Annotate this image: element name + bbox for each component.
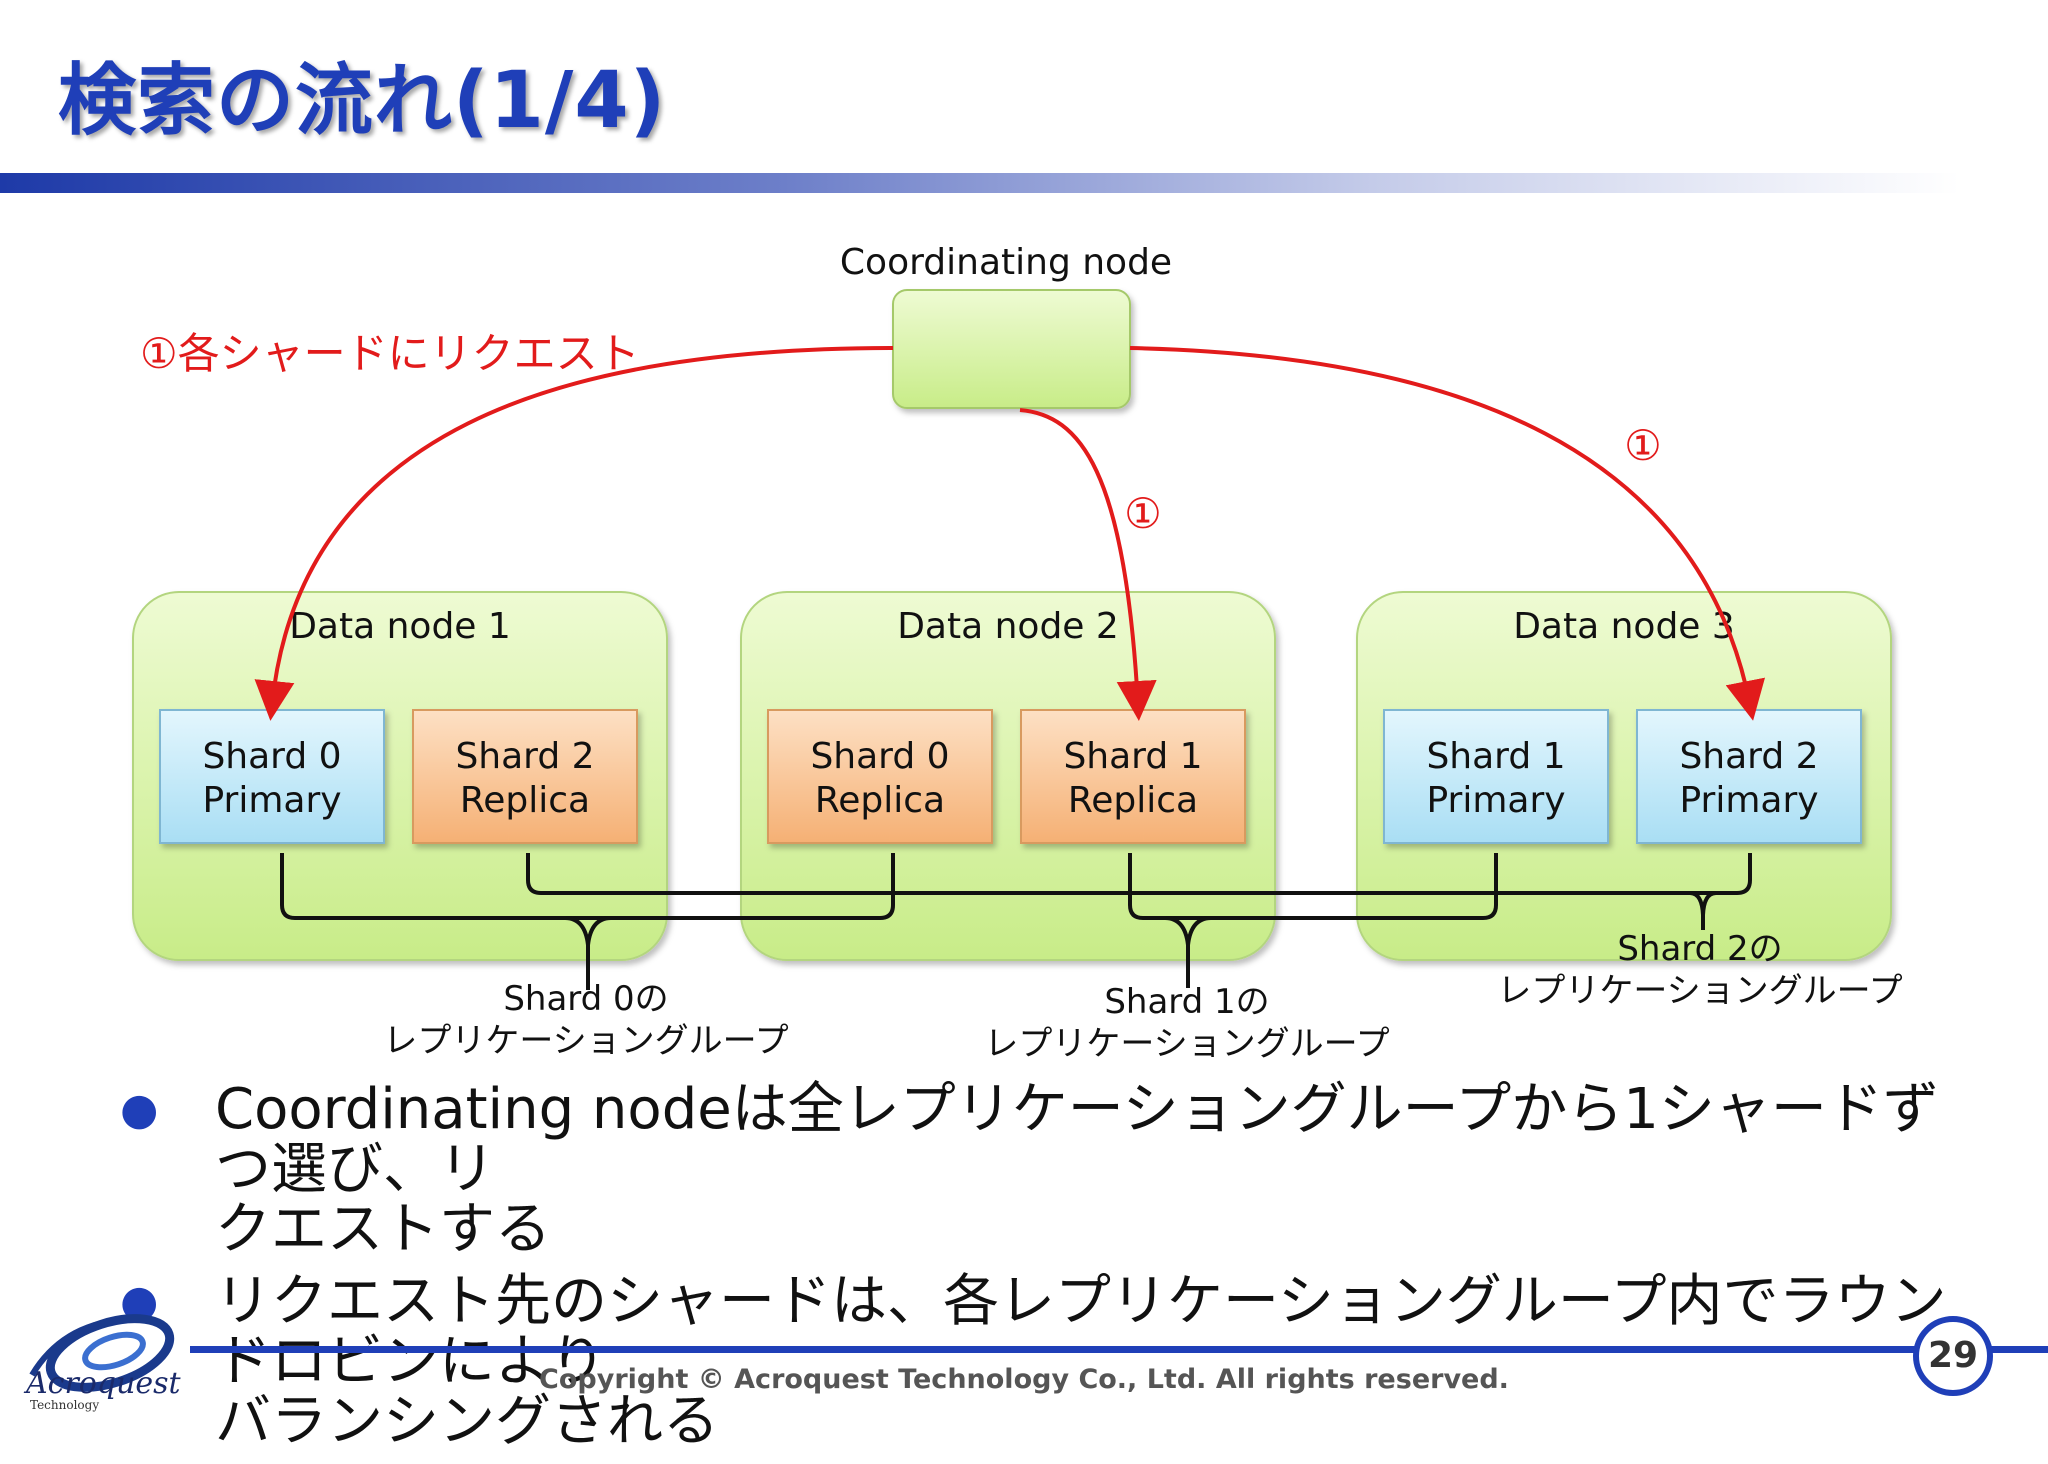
shard-2-group-bracket: [526, 853, 1752, 895]
bullet-1-line-2: クエストする: [215, 1197, 551, 1262]
svg-text:Shard 0: Shard 0: [202, 736, 341, 777]
svg-text:Shard 1: Shard 1: [1063, 736, 1202, 777]
svg-text:Replica: Replica: [815, 780, 945, 821]
search-flow-diagram: Coordinating node Data node 1 Data node …: [132, 242, 1903, 1064]
request-arrows: [254, 346, 1765, 721]
shard-2-group-label-2: レプリケーショングループ: [1497, 971, 1902, 1011]
coordinating-node: [892, 289, 1131, 409]
svg-text:Replica: Replica: [460, 780, 590, 821]
request-arrow-shard-2: [1129, 346, 1765, 721]
title-divider: [0, 173, 1960, 193]
bullet-1-line-1: Coordinating nodeは全レプリケーショングループから1シャードずつ…: [215, 1077, 1939, 1202]
bullet-item: ● リクエスト先のシャードは、各レプリケーショングループ内でラウンドロビンにより…: [110, 1272, 1970, 1452]
bullet-2-line-1: リクエスト先のシャードは、各レプリケーショングループ内でラウンドロビンにより: [215, 1269, 1947, 1394]
page-number: 29: [1913, 1316, 1993, 1396]
shard-0-primary-node1: Shard 0 Primary: [159, 709, 385, 844]
coordinating-node-label: Coordinating node: [840, 242, 1172, 283]
bullet-2-line-2: バランシングされる: [215, 1389, 719, 1454]
shard-0-group-brace: [564, 916, 612, 990]
bullet-item: ● Coordinating nodeは全レプリケーショングループから1シャード…: [110, 1080, 1970, 1260]
copyright-notice: Copyright © Acroquest Technology Co., Lt…: [539, 1364, 1509, 1395]
request-arrow-shard-1: [1019, 408, 1157, 721]
shard-1-group-brace: [1164, 916, 1212, 988]
shard-2-replica-node1: Shard 2 Replica: [412, 709, 638, 844]
request-arrow-shard-0: [254, 346, 894, 721]
logo-subtext: Technology: [30, 1398, 100, 1412]
bullet-list: ● Coordinating nodeは全レプリケーショングループから1シャード…: [110, 1080, 1970, 1464]
footer-divider: [190, 1346, 1920, 1353]
svg-text:Shard 0: Shard 0: [810, 736, 949, 777]
svg-text:Shard 2: Shard 2: [455, 736, 594, 777]
footer-divider-right: [1990, 1346, 2048, 1353]
shard-0-group-label-2: レプリケーショングループ: [383, 1021, 788, 1061]
shard-0-replica-node2: Shard 0 Replica: [767, 709, 993, 844]
shard-1-group-label: Shard 1の: [1104, 982, 1269, 1022]
bullet-dot-icon: ●: [120, 1084, 159, 1135]
svg-text:Replica: Replica: [1068, 780, 1198, 821]
svg-text:Shard 2: Shard 2: [1679, 736, 1818, 777]
shard-0-group-bracket: [280, 853, 895, 920]
step-marker-middle: ①: [1124, 489, 1162, 538]
data-node-1-label: Data node 1: [289, 606, 511, 647]
acroquest-logo-icon: [29, 1314, 175, 1392]
logo-text: Acroquest: [26, 1366, 181, 1401]
shard-1-group-bracket: [1128, 853, 1498, 920]
shard-1-primary-node3: Shard 1 Primary: [1383, 709, 1609, 844]
step-marker-right: ①: [1624, 421, 1662, 470]
slide-title: 検索の流れ(1/4): [58, 56, 667, 146]
svg-text:Primary: Primary: [1426, 780, 1565, 821]
data-node-3-label: Data node 3: [1513, 606, 1735, 647]
request-label: ①各シャードにリクエスト: [140, 329, 640, 378]
svg-text:Shard 1: Shard 1: [1426, 736, 1565, 777]
svg-text:Primary: Primary: [1679, 780, 1818, 821]
shard-0-group-label: Shard 0の: [503, 979, 668, 1019]
data-node-2-label: Data node 2: [897, 606, 1119, 647]
svg-text:Primary: Primary: [202, 780, 341, 821]
shard-1-replica-node2: Shard 1 Replica: [1020, 709, 1246, 844]
shard-1-group-label-2: レプリケーショングループ: [984, 1024, 1389, 1064]
replication-group-brackets: [280, 853, 1752, 990]
shard-2-group-brace: [1689, 891, 1717, 930]
shard-2-primary-node3: Shard 2 Primary: [1636, 709, 1862, 844]
shard-2-group-label: Shard 2の: [1617, 929, 1782, 969]
